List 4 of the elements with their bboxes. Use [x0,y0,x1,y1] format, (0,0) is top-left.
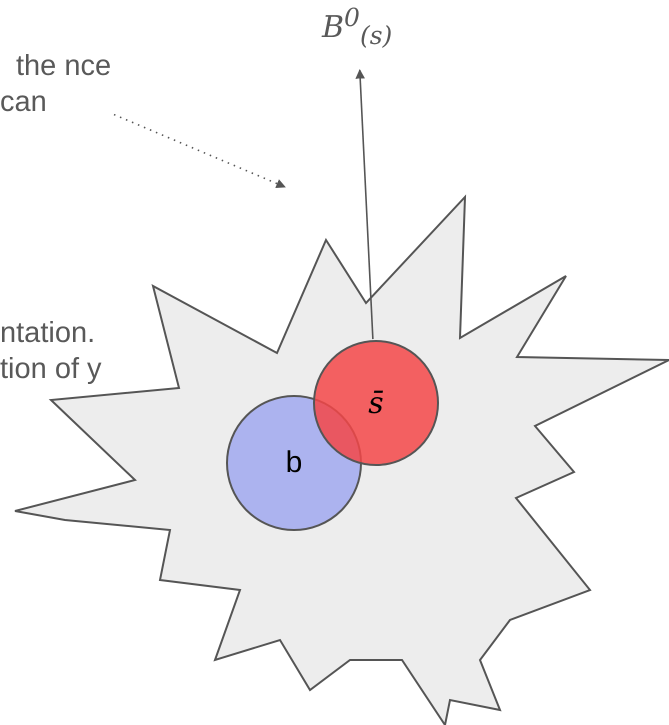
text-fragment: the nce can [0,48,112,132]
arrow [355,69,374,340]
dotted-arrow [114,114,286,188]
text-fragment: ntation. tion of y [0,316,103,387]
